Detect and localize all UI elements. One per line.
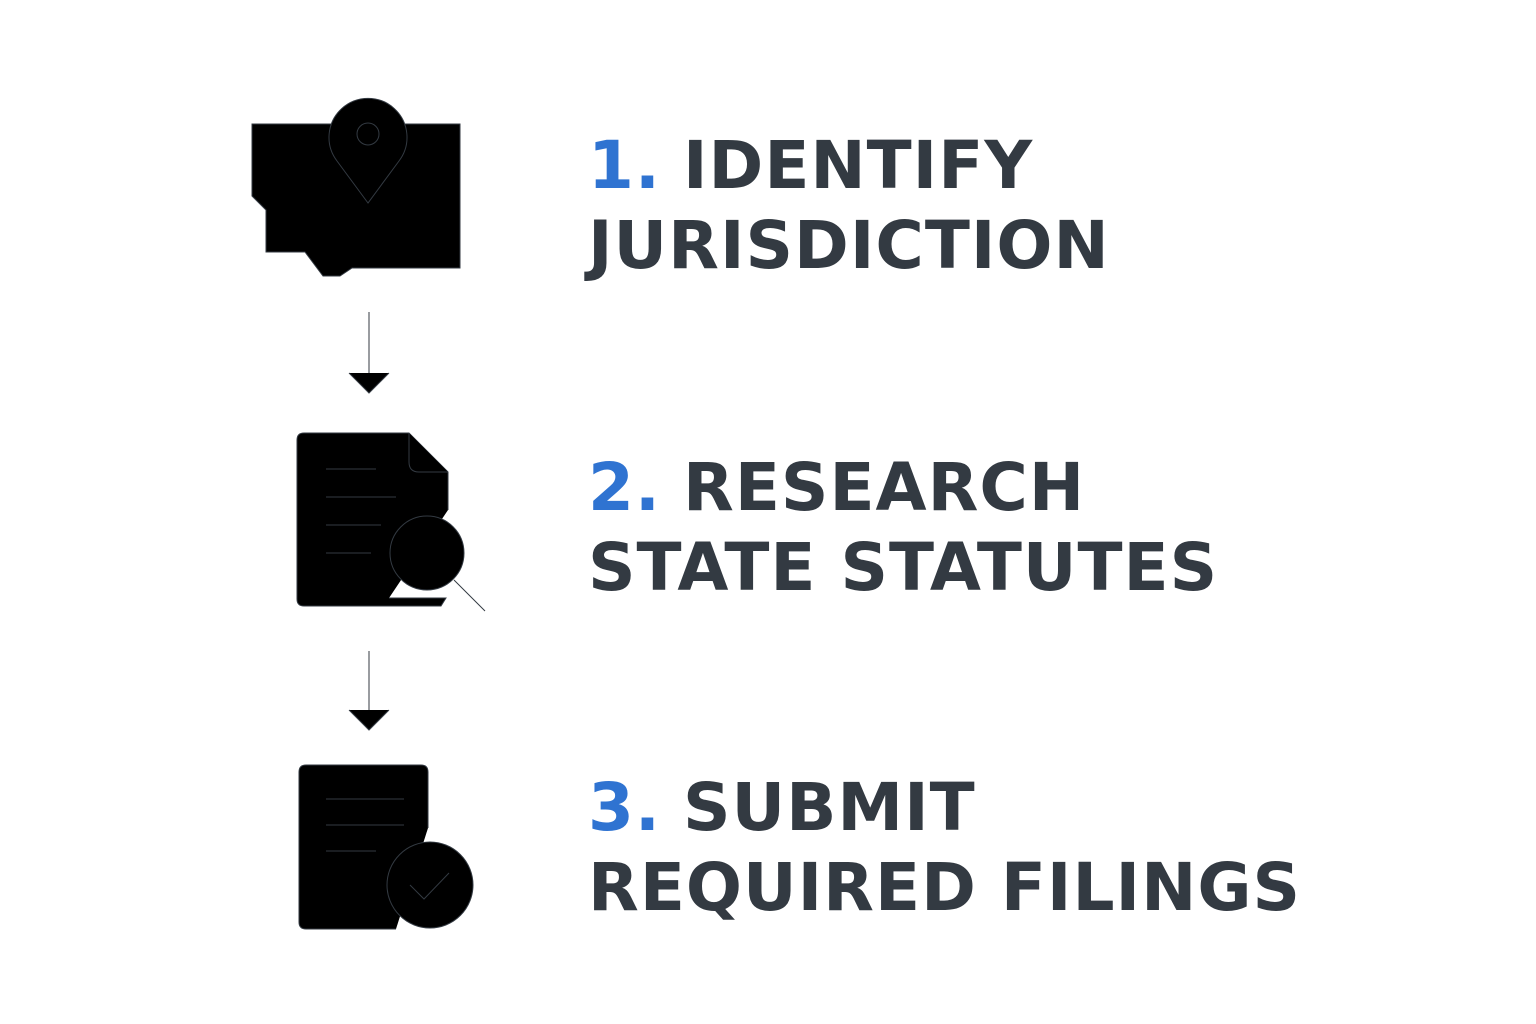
step-3-title-line-1: 3. SUBMIT xyxy=(588,768,1301,848)
arrow-down-icon xyxy=(348,312,390,394)
document-check-icon xyxy=(298,764,474,930)
step-1-label: 1. IDENTIFY JURISDICTION xyxy=(588,126,1110,286)
step-2-label: 2. RESEARCH STATE STATUTES xyxy=(588,448,1218,608)
step-3-label: 3. SUBMIT REQUIRED FILINGS xyxy=(588,768,1301,928)
step-2-title-line-2: STATE STATUTES xyxy=(588,529,1219,606)
arrow-down-icon xyxy=(348,651,390,731)
step-3-title-word: SUBMIT xyxy=(683,769,976,846)
step-1-title-line-2: JURISDICTION xyxy=(588,207,1110,284)
step-2-number: 2. xyxy=(588,449,661,526)
step-1-title-word: IDENTIFY xyxy=(683,127,1034,204)
step-1-number: 1. xyxy=(588,127,661,204)
step-3-title-line-2: REQUIRED FILINGS xyxy=(588,849,1302,926)
step-2-title-line-1: 2. RESEARCH xyxy=(588,448,1218,528)
map-pin-icon xyxy=(251,97,461,277)
step-3-number: 3. xyxy=(588,769,661,846)
document-search-icon xyxy=(296,432,486,612)
step-1-title-line-1: 1. IDENTIFY xyxy=(588,126,1110,206)
step-2-title-word: RESEARCH xyxy=(683,449,1086,526)
